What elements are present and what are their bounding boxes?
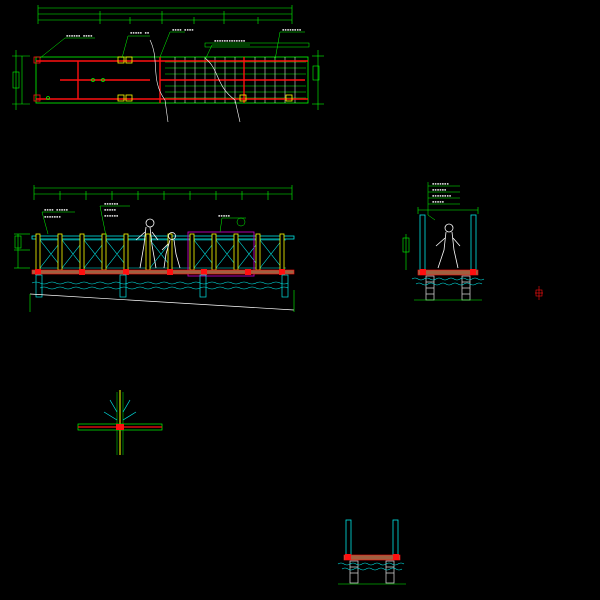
section-deck [417,269,479,276]
plan-dimension-right [312,50,324,110]
plan-dimension-top [37,5,293,24]
side-elevation: ▪▪▪▪ ▪▪▪▪▪ ▪▪▪▪▪▪▪ ▪▪▪▪▪▪ ▪▪▪▪▪ ▪▪▪▪▪▪ ▪… [14,185,295,312]
section-leaders [427,182,460,221]
plan-annotation-text: ▪▪▪▪▪▪ ▪▪▪▪ ▪▪▪▪▪ ▪▪ ▪▪▪▪ ▪▪▪▪ ▪▪▪▪▪▪▪▪▪… [66,27,301,43]
section-left-joint [420,269,426,275]
elevation-ground-slope [29,293,295,311]
svg-text:▪▪▪▪▪: ▪▪▪▪▪ [104,207,116,212]
elevation-deck [31,269,295,275]
elevation-water-lines [31,281,289,290]
plan-leaders [39,31,310,61]
svg-text:▪▪▪▪▪▪▪▪▪▪▪▪▪: ▪▪▪▪▪▪▪▪▪▪▪▪▪ [214,38,245,43]
elevation-levels-left [14,233,30,269]
joint-node [116,424,124,430]
svg-text:▪▪▪▪▪: ▪▪▪▪▪ [218,213,230,218]
svg-text:▪▪▪▪▪▪▪▪: ▪▪▪▪▪▪▪▪ [432,193,451,198]
joint-braces [103,399,137,421]
elevation-highlight-box [187,231,255,277]
svg-text:▪▪▪▪ ▪▪▪▪: ▪▪▪▪ ▪▪▪▪ [172,27,194,32]
svg-text:▪▪▪▪▪▪: ▪▪▪▪▪▪ [104,213,118,218]
svg-text:▪▪▪▪▪▪▪: ▪▪▪▪▪▪▪ [44,214,61,219]
joint-detail [77,390,163,455]
cross-section: ▪▪▪▪▪▪▪ ▪▪▪▪▪▪ ▪▪▪▪▪▪▪▪ ▪▪▪▪▪ [402,181,543,301]
end-piles [349,560,395,584]
svg-text:▪▪▪▪▪▪: ▪▪▪▪▪▪ [104,201,118,206]
elevation-leaders [41,205,246,237]
svg-text:▪▪▪▪ ▪▪▪▪▪: ▪▪▪▪ ▪▪▪▪▪ [44,207,68,212]
end-section-detail [337,519,406,585]
end-water-lines [337,562,405,571]
elevation-posts [35,233,285,271]
section-human-figure [435,223,461,269]
plan-break-lines [149,39,241,123]
plan-view: ▪▪▪▪▪▪ ▪▪▪▪ ▪▪▪▪▪ ▪▪ ▪▪▪▪ ▪▪▪▪ ▪▪▪▪▪▪▪▪▪… [12,5,324,123]
end-deck [343,554,401,561]
plan-dimension-left [12,50,30,110]
elevation-dimension-top [33,185,293,200]
plan-posts [33,56,293,102]
svg-text:▪▪▪▪▪: ▪▪▪▪▪ [432,199,444,204]
elevation-piles [35,274,289,298]
section-water-lines [411,277,485,286]
plan-deck-outline [35,56,309,104]
section-annotation-text: ▪▪▪▪▪▪▪ ▪▪▪▪▪▪ ▪▪▪▪▪▪▪▪ ▪▪▪▪▪ [432,181,451,204]
svg-text:▪▪▪▪▪▪ ▪▪▪▪: ▪▪▪▪▪▪ ▪▪▪▪ [66,33,93,38]
section-dimension [402,207,479,270]
svg-text:▪▪▪▪▪▪▪▪: ▪▪▪▪▪▪▪▪ [282,27,301,32]
section-marker-symbol [535,286,543,300]
svg-text:▪▪▪▪▪▪: ▪▪▪▪▪▪ [432,187,446,192]
elevation-lattice [36,239,286,269]
svg-text:▪▪▪▪▪ ▪▪: ▪▪▪▪▪ ▪▪ [130,30,149,35]
elevation-handrail [31,235,295,240]
svg-text:▪▪▪▪▪▪▪: ▪▪▪▪▪▪▪ [432,181,449,186]
plan-deck-planks [165,61,306,99]
elevation-human-figures [135,218,181,269]
elevation-red-joints [35,269,285,275]
section-right-joint [470,269,476,275]
elevation-annotation-text: ▪▪▪▪ ▪▪▪▪▪ ▪▪▪▪▪▪▪ ▪▪▪▪▪▪ ▪▪▪▪▪ ▪▪▪▪▪▪ ▪… [44,201,230,219]
